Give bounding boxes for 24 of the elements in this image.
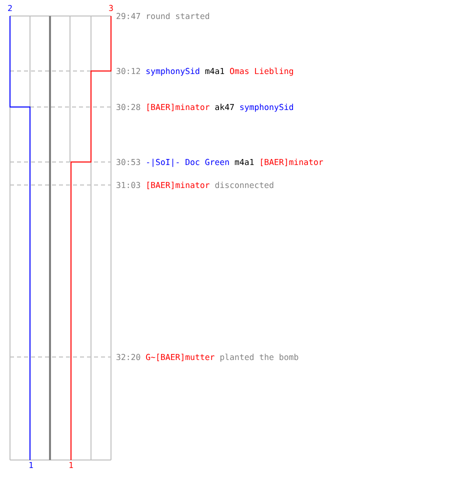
event-text: planted the bomb [220,354,298,362]
player-name: [BAER]minator [261,158,324,166]
weapon-name: ak47 [215,104,234,110]
player-count: 1 [30,462,33,468]
weapon-name: m4a1 [205,68,224,74]
timestamp: 30:28 [116,104,140,110]
player-name: symphonySid [240,104,293,112]
weapon-name: m4a1 [234,159,254,166]
player-name: symphonySid [146,68,200,76]
player-name: -|SoI|- Doc Green [147,158,229,167]
timestamp: 30:53 [116,158,140,166]
timestamp: 31:03 [116,182,140,188]
timestamp: 29:47 [116,12,140,20]
timestamp: 30:12 [116,68,140,74]
player-name: G~[BAER]mutter [146,354,214,362]
player-name: Omas Liebling [230,68,293,76]
player-count: 3 [109,4,113,12]
player-count: 2 [8,4,12,12]
event-text: disconnected [215,182,274,188]
timestamp: 32:20 [116,354,140,360]
player-name: [BAER]minator [147,182,210,190]
event-text: round started [147,12,210,20]
player-name: [BAER]minator [147,104,210,112]
player-count: 1 [70,462,73,468]
